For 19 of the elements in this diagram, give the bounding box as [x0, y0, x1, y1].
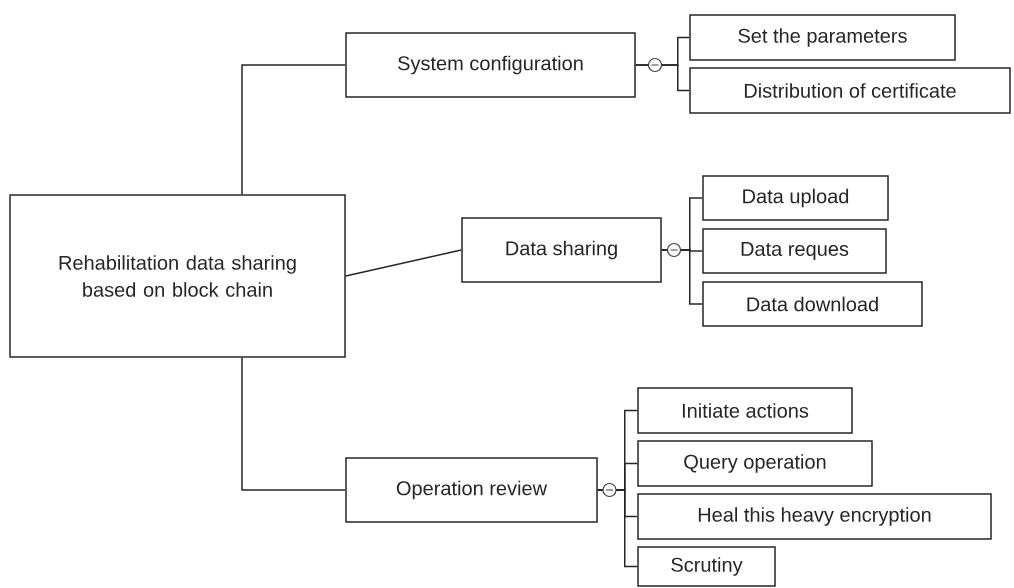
connector-line — [597, 489, 638, 568]
connector-line — [661, 249, 703, 305]
branch-box: Data reques — [702, 228, 887, 274]
branch-box: Operation review — [345, 457, 598, 523]
connector-line — [345, 249, 462, 277]
branch-box: Data sharing — [461, 217, 662, 283]
branch-box: Data download — [702, 281, 923, 327]
branch-box: Heal this heavy encryption — [637, 493, 992, 540]
branch-box: Data upload — [702, 175, 889, 221]
branch-box: Scrutiny — [637, 546, 776, 587]
branch-box: Distribution of certificate — [689, 67, 1011, 114]
connector-line — [241, 64, 346, 195]
branch-box: Initiate actions — [637, 387, 853, 434]
branch-box: Query operation — [637, 440, 873, 487]
branch-box: Set the parameters — [689, 14, 956, 61]
connector-line — [635, 64, 690, 92]
connector-line — [241, 357, 346, 491]
branch-box: System configuration — [345, 32, 636, 98]
topic-box: Rehabilitation data sharing based on block chain — [9, 194, 346, 358]
